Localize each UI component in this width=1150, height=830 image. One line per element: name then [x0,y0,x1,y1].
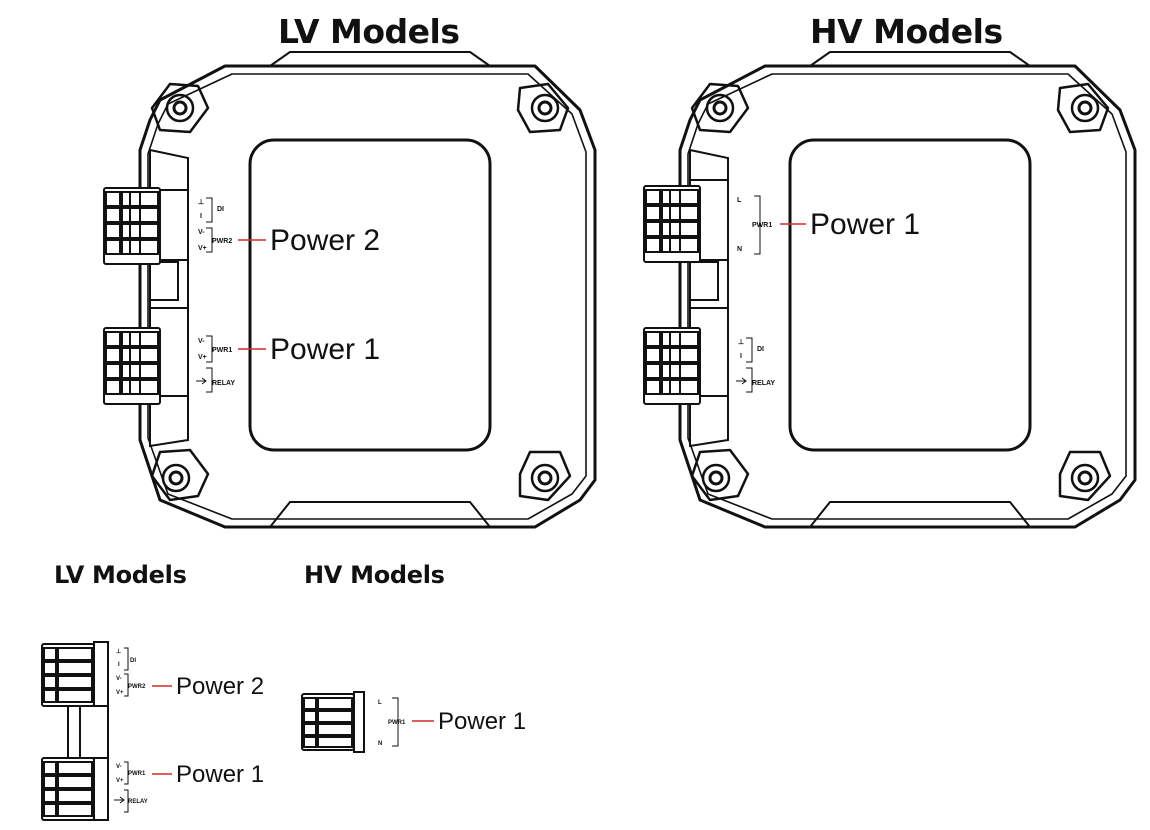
hv-relay-terminal-block [643,327,701,405]
di-label: DI [757,346,764,353]
ground-label: ⊥ [116,648,121,655]
isolated-label: I [740,353,742,360]
neutral-label: N [378,741,382,747]
line-label: L [737,197,742,204]
ground-label: ⊥ [738,338,744,346]
v-plus-label: V+ [198,245,207,252]
pwr1-label: PWR1 [752,222,772,229]
ground-label: ⊥ [198,198,204,206]
v-minus-label: V- [198,229,205,236]
relay-label: RELAY [212,380,235,387]
power2-callout: Power 2 [270,224,380,257]
relay-label: RELAY [752,380,775,387]
hv-power-terminal-block [643,185,701,263]
relay-label: RELAY [128,799,148,805]
pwr2-terminal-block [103,187,161,265]
hv-models-title: HV Models [810,12,1003,51]
v-minus-label: V- [198,338,205,345]
lv-connector-detail: ⊥ I DI V- V+ PWR2 V- V+ PWR1 RELAY Power… [41,641,264,821]
lv-device-diagram: ⊥ I DI V- V+ PWR2 Power 2 V- V+ PWR1 REL… [103,51,597,529]
power1-callout: Power 1 [810,208,920,241]
power1-callout: Power 1 [270,333,380,366]
di-label: DI [217,206,224,213]
isolated-label: I [118,662,120,668]
pwr2-label: PWR2 [128,684,146,690]
v-minus-label: V- [116,764,122,770]
pwr1-label: PWR1 [128,771,146,777]
pwr2-label: PWR2 [212,238,232,245]
neutral-label: N [737,246,742,253]
pwr1-label: PWR1 [212,347,232,354]
v-plus-label: V+ [198,354,207,361]
hv-connector-detail: L PWR1 N Power 1 [301,691,526,753]
v-plus-label: V+ [116,778,124,784]
hv-models-subtitle: HV Models [304,561,445,589]
power1-callout: Power 1 [438,708,526,735]
pwr1-label: PWR1 [388,720,406,726]
power2-callout: Power 2 [176,673,264,700]
v-minus-label: V- [116,676,122,682]
lv-models-subtitle: LV Models [54,561,187,589]
line-label: L [378,700,382,706]
di-label: DI [130,658,136,664]
v-plus-label: V+ [116,690,124,696]
isolated-label: I [200,213,202,220]
pwr1-terminal-block [103,327,161,405]
power1-callout: Power 1 [176,761,264,788]
hv-device-diagram: L PWR1 N ⊥ I DI RELAY Power 1 [643,51,1137,529]
lv-models-title: LV Models [278,12,460,51]
